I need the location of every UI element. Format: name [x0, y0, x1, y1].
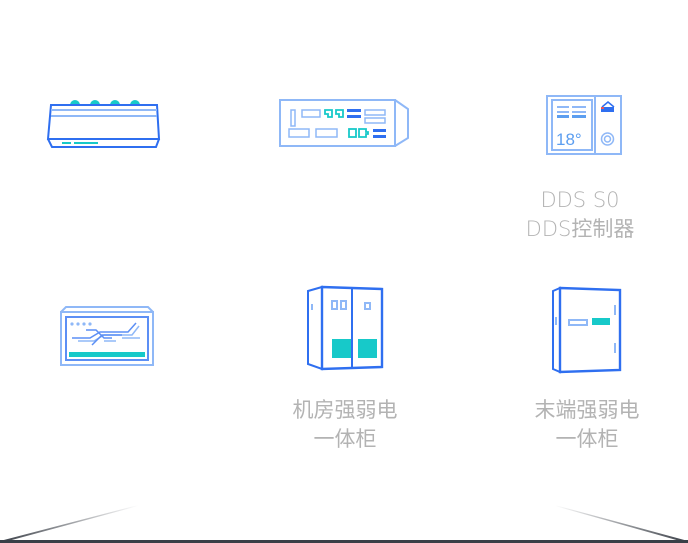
right-perspective-line: [555, 505, 688, 541]
monitor-screen-icon: [60, 306, 154, 366]
gateway-device-icon: [46, 100, 161, 148]
caption-line-2: 一体柜: [313, 427, 377, 451]
fan-icon: [601, 101, 615, 112]
left-perspective-line: [0, 505, 138, 541]
product-caption: 机房强弱电 一体柜: [265, 396, 425, 454]
caption-line-2: 一体柜: [555, 427, 619, 451]
perspective-decoration: [0, 505, 688, 541]
dds-controller-icon: 18°: [546, 95, 622, 155]
caption-line-1: DDS S0: [540, 188, 620, 212]
product-caption: 末端强弱电 一体柜: [507, 396, 667, 454]
caption-line-1: 机房强弱电: [292, 398, 398, 422]
single-cabinet-icon: [552, 286, 622, 374]
temperature-readout: 18°: [556, 130, 582, 149]
knob-icon: [600, 132, 615, 146]
rack-panel-icon: [279, 99, 409, 147]
bottom-baseline: [0, 540, 688, 543]
double-cabinet-icon: [307, 285, 384, 371]
product-caption: DDS S0 DDS控制器: [500, 186, 660, 244]
caption-line-1: 末端强弱电: [534, 398, 640, 422]
caption-line-2: DDS控制器: [525, 217, 635, 241]
